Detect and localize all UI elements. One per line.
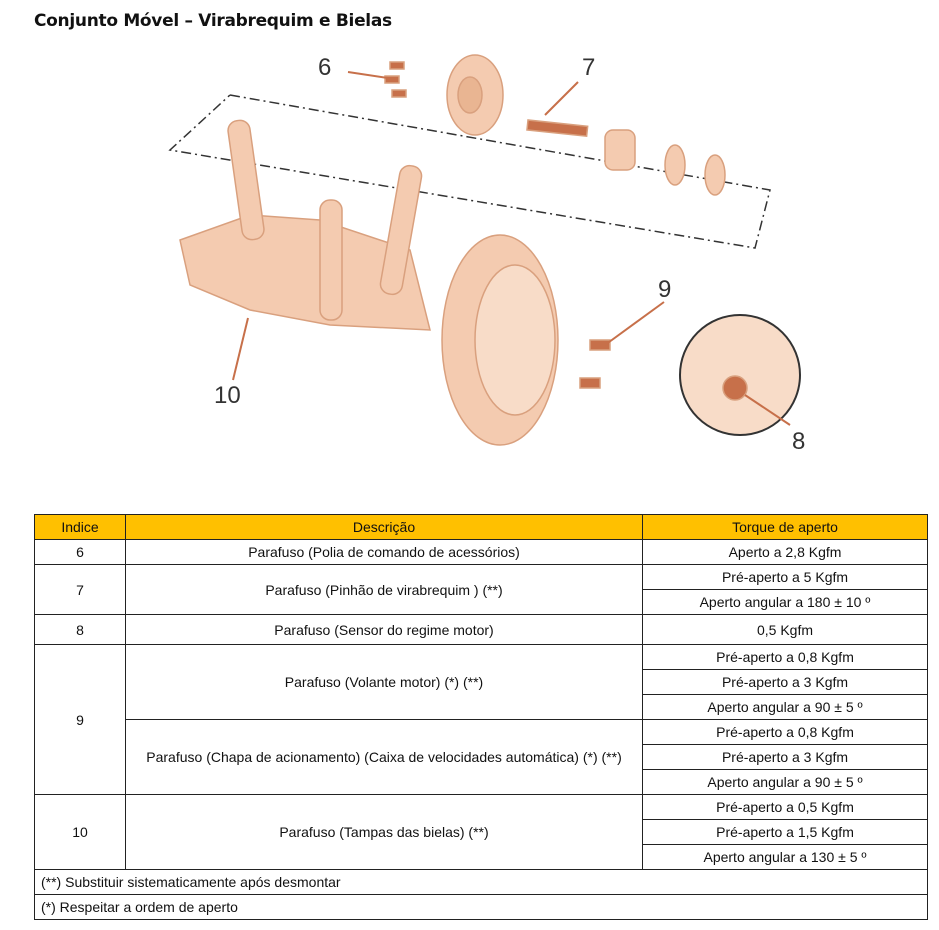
- index-cell: 6: [34, 539, 126, 565]
- callout-10: 10: [214, 382, 241, 409]
- index-cell: 9: [34, 644, 126, 795]
- callout-8: 8: [792, 428, 805, 455]
- header-torque: Torque de aperto: [642, 514, 928, 540]
- description-cell: Parafuso (Polia de comando de acessórios…: [125, 539, 643, 565]
- torque-cell: Aperto angular a 130 ± 5 º: [642, 844, 928, 870]
- table-row: 6 Parafuso (Polia de comando de acessóri…: [34, 539, 928, 565]
- table-header: Indice Descrição Torque de aperto: [34, 514, 928, 540]
- description-cell: Parafuso (Sensor do regime motor): [125, 614, 643, 645]
- torque-cell: Aperto a 2,8 Kgfm: [642, 539, 928, 565]
- footnote-order: (*) Respeitar a ordem de aperto: [34, 894, 928, 920]
- index-cell: 10: [34, 794, 126, 870]
- table-row: 8 Parafuso (Sensor do regime motor) 0,5 …: [34, 614, 928, 645]
- page-title: Conjunto Móvel – Virabrequim e Bielas: [34, 11, 392, 31]
- torque-cell: Pré-aperto a 3 Kgfm: [642, 669, 928, 695]
- torque-cell: Pré-aperto a 1,5 Kgfm: [642, 819, 928, 845]
- index-cell: 8: [34, 614, 126, 645]
- table-row: 7 Parafuso (Pinhão de virabrequim ) (**)…: [34, 564, 928, 615]
- crankshaft: [179, 214, 431, 331]
- description-cell: Parafuso (Tampas das bielas) (**): [125, 794, 643, 870]
- torque-cell: Aperto angular a 180 ± 10 º: [642, 589, 928, 615]
- callout-7: 7: [582, 54, 595, 81]
- torque-cell: Aperto angular a 90 ± 5 º: [642, 694, 928, 720]
- torque-cell: Aperto angular a 90 ± 5 º: [642, 769, 928, 795]
- crankshaft-exploded-diagram: 6 7 8 9 10: [168, 54, 805, 455]
- callout-6: 6: [318, 54, 331, 81]
- callout-9: 9: [658, 276, 671, 303]
- description-cell: Parafuso (Volante motor) (*) (**): [125, 644, 643, 720]
- description-cell: Parafuso (Pinhão de virabrequim ) (**): [125, 564, 643, 615]
- torque-table: Indice Descrição Torque de aperto 6 Para…: [34, 514, 928, 920]
- header-index: Indice: [34, 514, 126, 540]
- torque-cell: Pré-aperto a 0,5 Kgfm: [642, 794, 928, 820]
- torque-cell: Pré-aperto a 0,8 Kgfm: [642, 719, 928, 745]
- torque-cell: 0,5 Kgfm: [642, 614, 928, 645]
- torque-cell: Pré-aperto a 5 Kgfm: [642, 564, 928, 590]
- table-row: 9 Parafuso (Volante motor) (*) (**) Pré-…: [34, 644, 928, 795]
- footnote-replace: (**) Substituir sistematicamente após de…: [34, 869, 928, 895]
- table-row: 10 Parafuso (Tampas das bielas) (**) Pré…: [34, 794, 928, 870]
- torque-cell: Pré-aperto a 0,8 Kgfm: [642, 644, 928, 670]
- torque-cell: Pré-aperto a 3 Kgfm: [642, 744, 928, 770]
- header-description: Descrição: [125, 514, 643, 540]
- description-cell: Parafuso (Chapa de acionamento) (Caixa d…: [125, 719, 643, 795]
- index-cell: 7: [34, 564, 126, 615]
